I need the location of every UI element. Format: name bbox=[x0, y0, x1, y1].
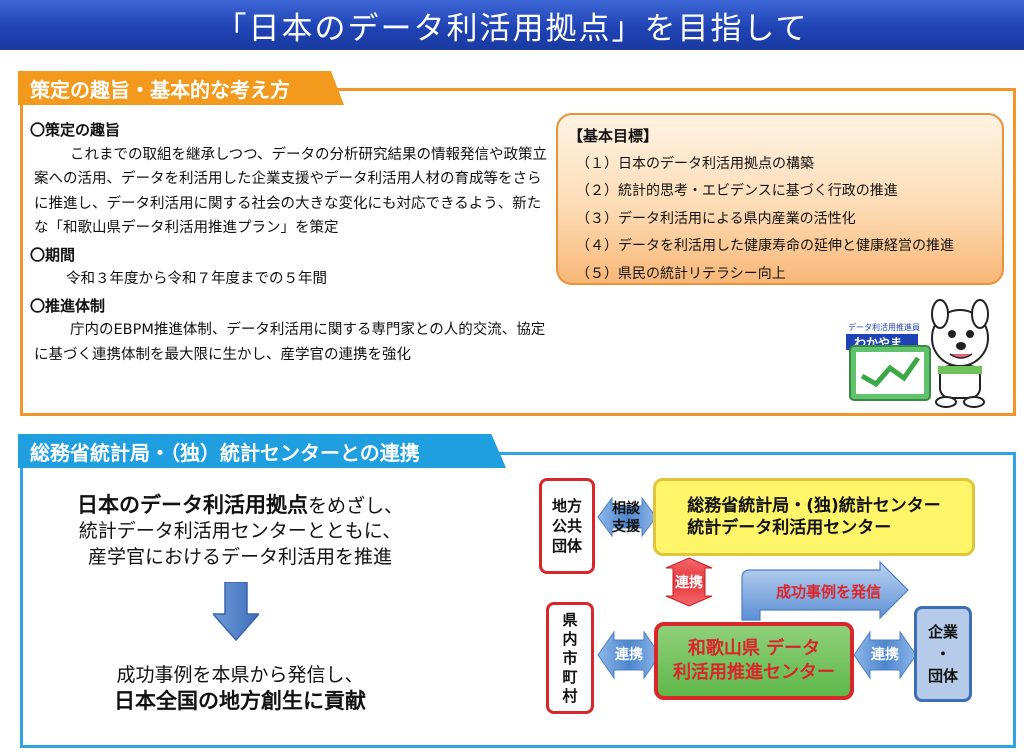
section-policy-tab: 策定の趣旨・基本的な考え方 bbox=[18, 71, 344, 105]
local-gov-line: 地方 bbox=[551, 497, 582, 515]
consult-support-label: 相談 支援 bbox=[604, 500, 648, 536]
goal-item: （３）データ利活用による県内産業の活性化 bbox=[576, 210, 856, 227]
mascot-nose bbox=[956, 342, 966, 350]
goal-item: （１）日本のデータ利活用拠点の構築 bbox=[576, 155, 814, 172]
wakayama-center-line: 和歌山県 データ bbox=[687, 638, 821, 659]
local-gov-line: 団体 bbox=[551, 537, 582, 555]
period-text: 令和３年度から令和７年度までの５年間 bbox=[66, 271, 327, 287]
lead-line-2: 統計データ利活用センターとともに、 bbox=[78, 520, 402, 542]
mascot-scarf bbox=[938, 366, 982, 374]
mascot-board-screen bbox=[856, 352, 924, 394]
renkei-vertical-arrow-icon bbox=[665, 557, 713, 607]
purpose-heading: 〇策定の趣旨 bbox=[30, 121, 121, 139]
goal-item: （２）統計的思考・エビデンスに基づく行政の推進 bbox=[576, 183, 898, 199]
goal-item: （４）データを利活用した健康寿命の延伸と健康経営の推進 bbox=[576, 238, 954, 254]
lead-line-3: 産学官におけるデータ利活用を推進 bbox=[87, 546, 392, 568]
companies-line: ・ bbox=[935, 645, 951, 663]
stat-bureau-line: 総務省統計局・(独)統計センター bbox=[687, 496, 941, 516]
renkei-left-label: 連携 bbox=[615, 647, 643, 663]
mascot-sign-small: データ利活用推進員 bbox=[848, 322, 920, 332]
municipality-char: 町 bbox=[562, 667, 578, 686]
consult-line: 支援 bbox=[612, 519, 640, 535]
municipality-char: 内 bbox=[562, 629, 578, 648]
lead-line-1: 日本のデータ利活用拠点をめざし、 bbox=[40, 492, 440, 519]
section-collaboration-frame bbox=[20, 452, 1016, 748]
wakayama-center-box: 和歌山県 データ 利活用推進センター bbox=[654, 622, 854, 700]
goals-heading: 【基本目標】 bbox=[568, 127, 659, 145]
system-heading: 〇推進体制 bbox=[30, 296, 106, 315]
mascot-mouth bbox=[949, 353, 973, 359]
title-bar: 「日本のデータ利活用拠点」を目指して bbox=[0, 0, 1024, 50]
lead-rest: をめざし、 bbox=[307, 495, 403, 517]
municipality-char: 県 bbox=[562, 610, 578, 629]
companies-box: 企業 ・ 団体 bbox=[914, 606, 972, 702]
companies-line: 団体 bbox=[927, 667, 958, 685]
goal-item: （５）県民の統計リテラシー向上 bbox=[576, 265, 786, 282]
mascot-eye-left bbox=[948, 330, 956, 338]
period-heading: 〇期間 bbox=[30, 245, 76, 264]
wakayama-center-line: 利活用推進センター bbox=[673, 662, 835, 683]
result-line-2: 日本全国の地方創生に貢献 bbox=[114, 689, 366, 713]
renkei-right-label: 連携 bbox=[871, 647, 899, 663]
mascot-illustration: データ利活用推進員 わかやま bbox=[846, 299, 989, 408]
success-broadcast-arrow-icon bbox=[741, 560, 909, 621]
municipality-char: 市 bbox=[562, 648, 578, 667]
result-line-1: 成功事例を本県から発信し、 bbox=[116, 664, 364, 686]
mascot-ear-right bbox=[971, 299, 989, 329]
local-gov-line: 公共 bbox=[551, 517, 582, 535]
down-arrow-icon bbox=[213, 582, 259, 642]
mascot-ear-left bbox=[931, 299, 949, 329]
policy-text-block: 〇策定の趣旨 これまでの取組を継承しつつ、データの分析研究結果の情報発信や政策立… bbox=[30, 118, 550, 367]
consult-line: 相談 bbox=[612, 501, 640, 517]
stat-bureau-line: 統計データ利活用センター bbox=[687, 518, 892, 538]
mascot-eye-right bbox=[966, 330, 974, 338]
mascot-chart-line bbox=[860, 356, 921, 388]
mascot-foot-left bbox=[935, 396, 957, 408]
lead-bold: 日本のデータ利活用拠点 bbox=[76, 493, 308, 517]
municipality-char: 村 bbox=[562, 686, 578, 705]
section-policy-frame bbox=[20, 88, 1016, 416]
mascot-foot-right bbox=[963, 396, 985, 408]
municipalities-box: 県 内 市 町 村 bbox=[546, 602, 594, 714]
section-collaboration-tab: 総務省統計局・（独）統計センターとの連携 bbox=[18, 434, 506, 468]
page-title: 「日本のデータ利活用拠点」を目指して bbox=[215, 10, 809, 47]
stat-bureau-box: 総務省統計局・(独)統計センター 統計データ利活用センター bbox=[653, 478, 975, 556]
mascot-sign-top bbox=[846, 320, 924, 334]
purpose-text: これまでの取組を継承しつつ、データの分析研究結果の情報発信や政策立案への活用、デ… bbox=[34, 146, 548, 237]
companies-line: 企業 bbox=[927, 623, 958, 641]
system-text: 庁内のEBPM推進体制、データ利活用に関する専門家との人的交流、協定に基づく連携… bbox=[34, 322, 546, 363]
basic-goals-box: 【基本目標】 （１）日本のデータ利活用拠点の構築 （２）統計的思考・エビデンスに… bbox=[556, 113, 1004, 285]
renkei-vertical-label: 連携 bbox=[675, 575, 703, 591]
local-government-box: 地方 公共 団体 bbox=[539, 478, 595, 574]
success-label: 成功事例を発信 bbox=[776, 583, 882, 601]
